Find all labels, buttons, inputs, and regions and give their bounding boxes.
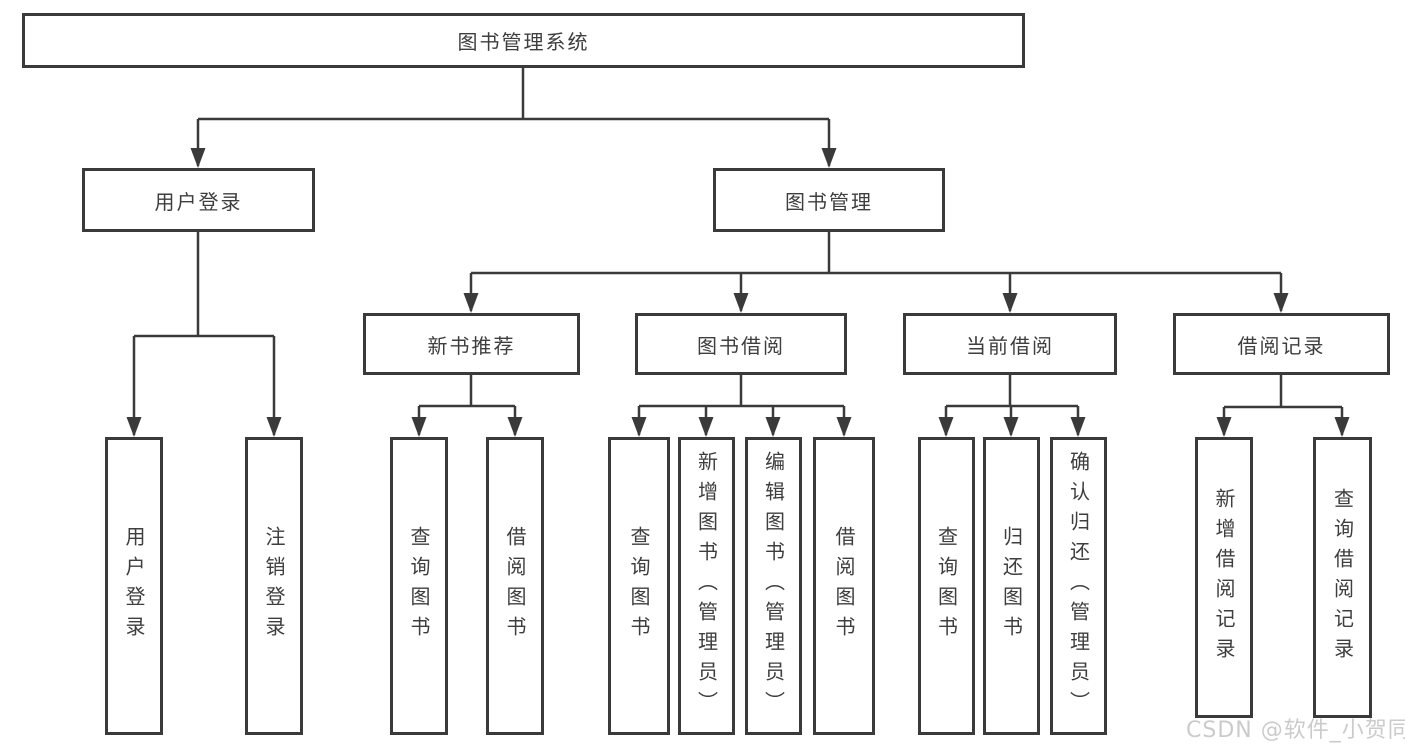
- leaf-query-borrow-record-label: 查询借阅记录: [1330, 487, 1355, 668]
- leaf-return-books: 归还图书: [983, 437, 1040, 735]
- leaf-query-books-borrowing-label: 查询图书: [627, 526, 651, 646]
- node-library-system: 图书管理系统: [22, 13, 1025, 68]
- arrowhead-down-icon: [938, 417, 954, 437]
- leaf-logout-label: 注销登录: [262, 526, 286, 646]
- node-book-management-label: 图书管理: [785, 189, 873, 214]
- leaf-user-login: 用户登录: [105, 437, 163, 735]
- leaf-borrow-books-recommend: 借阅图书: [486, 437, 544, 735]
- arrowhead-down-icon: [266, 417, 282, 437]
- arrowhead-down-icon: [1334, 417, 1350, 437]
- leaf-query-books-recommend: 查询图书: [390, 437, 448, 735]
- leaf-borrow-books-label: 借阅图书: [832, 526, 856, 646]
- connector-user-login: [126, 232, 282, 437]
- arrowhead-down-icon: [765, 417, 781, 437]
- connector-new-book-recommend: [411, 375, 523, 437]
- connector-borrowing-records: [1216, 375, 1350, 437]
- arrowhead-down-icon: [1003, 417, 1019, 437]
- leaf-query-books-current: 查询图书: [918, 437, 975, 735]
- leaf-query-books-current-label: 查询图书: [934, 526, 959, 646]
- arrowhead-down-icon: [1002, 293, 1018, 313]
- arrowhead-down-icon: [1070, 417, 1086, 437]
- leaf-logout: 注销登录: [245, 437, 303, 735]
- csdn-watermark: CSDN @软件_小贺同学: [1186, 718, 1405, 743]
- leaf-edit-book-admin-label: 编辑图书（管理员）: [761, 451, 786, 721]
- node-current-borrowing: 当前借阅: [903, 313, 1117, 375]
- leaf-edit-book-admin: 编辑图书（管理员）: [745, 437, 802, 735]
- node-new-book-recommend-label: 新书推荐: [427, 333, 516, 358]
- connector-book-management: [463, 232, 1289, 313]
- leaf-return-books-label: 归还图书: [999, 526, 1024, 646]
- leaf-add-borrow-record: 新增借阅记录: [1195, 437, 1253, 718]
- node-new-book-recommend: 新书推荐: [363, 313, 580, 375]
- arrowhead-down-icon: [821, 148, 837, 168]
- connector-current-borrowing: [938, 375, 1086, 437]
- arrowhead-down-icon: [836, 417, 852, 437]
- node-borrowing-records-label: 借阅记录: [1237, 333, 1326, 358]
- node-book-borrowing-label: 图书借阅: [697, 333, 785, 358]
- arrowhead-down-icon: [631, 417, 647, 437]
- leaf-borrow-books-recommend-label: 借阅图书: [503, 526, 527, 646]
- connector-root: [190, 68, 837, 168]
- arrowhead-down-icon: [698, 417, 714, 437]
- arrowhead-down-icon: [1216, 417, 1232, 437]
- leaf-confirm-return-admin: 确认归还（管理员）: [1050, 437, 1107, 735]
- connector-book-borrowing: [631, 375, 852, 437]
- node-library-system-label: 图书管理系统: [457, 30, 590, 54]
- arrowhead-down-icon: [463, 293, 479, 313]
- node-user-login-label: 用户登录: [154, 189, 243, 214]
- node-book-borrowing: 图书借阅: [635, 313, 847, 375]
- leaf-add-book-admin-label: 新增图书（管理员）: [694, 451, 719, 721]
- leaf-user-login-label: 用户登录: [122, 526, 146, 646]
- leaf-query-books-borrowing: 查询图书: [608, 437, 670, 735]
- leaf-query-books-recommend-label: 查询图书: [407, 526, 431, 646]
- arrowhead-down-icon: [126, 417, 142, 437]
- arrowhead-down-icon: [507, 417, 523, 437]
- node-user-login: 用户登录: [82, 168, 315, 232]
- leaf-add-book-admin: 新增图书（管理员）: [678, 437, 735, 735]
- arrowhead-down-icon: [733, 293, 749, 313]
- node-book-management: 图书管理: [713, 168, 945, 232]
- arrowhead-down-icon: [1273, 293, 1289, 313]
- leaf-add-borrow-record-label: 新增借阅记录: [1212, 487, 1236, 668]
- leaf-query-borrow-record: 查询借阅记录: [1313, 437, 1372, 718]
- arrowhead-down-icon: [411, 417, 427, 437]
- node-borrowing-records: 借阅记录: [1173, 313, 1390, 375]
- leaf-confirm-return-admin-label: 确认归还（管理员）: [1066, 451, 1091, 721]
- leaf-borrow-books: 借阅图书: [813, 437, 875, 735]
- arrowhead-down-icon: [190, 148, 206, 168]
- node-current-borrowing-label: 当前借阅: [966, 333, 1054, 358]
